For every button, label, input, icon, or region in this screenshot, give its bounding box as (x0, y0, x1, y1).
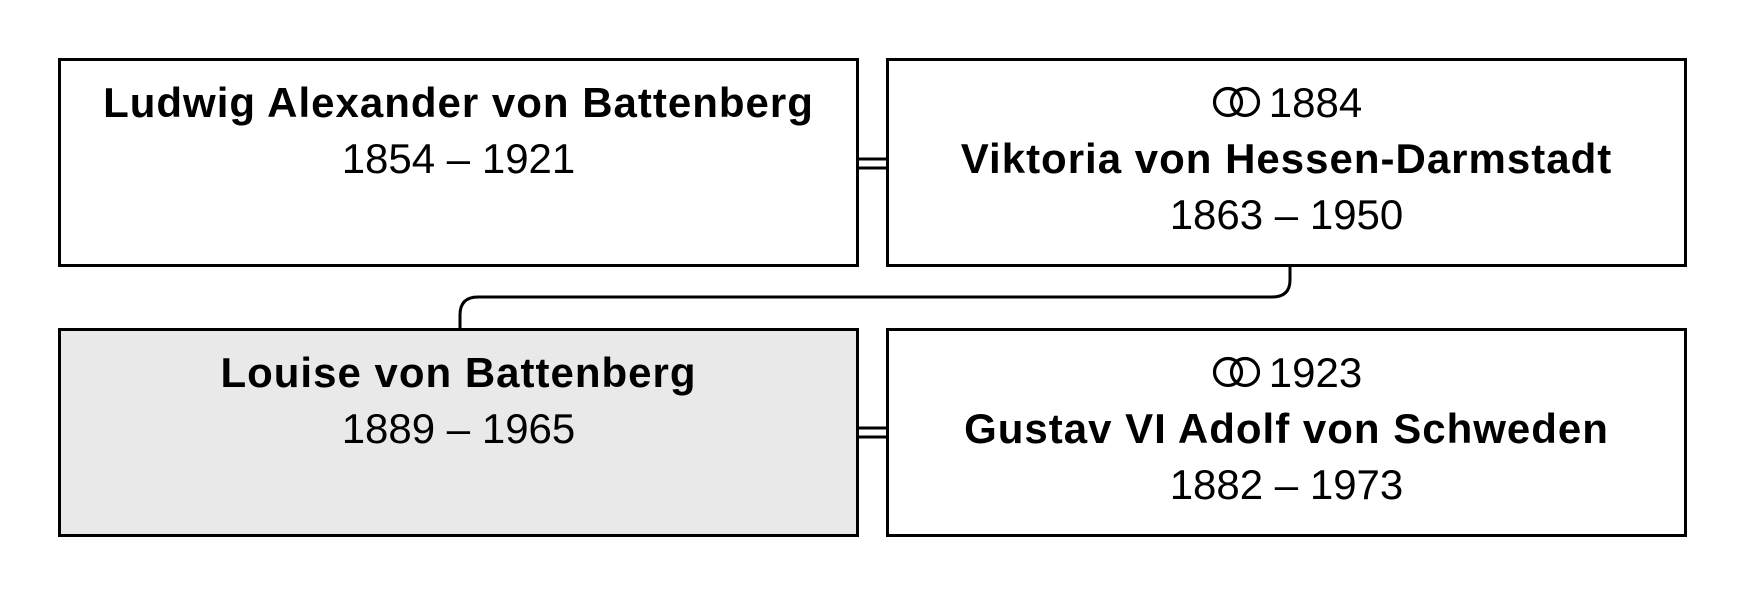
parent-child-connector (458, 265, 1292, 330)
person-box-spouse[interactable]: 1923 Gustav VI Adolf von Schweden 1882 –… (886, 328, 1687, 537)
person-name: Ludwig Alexander von Battenberg (103, 79, 814, 126)
person-dates: 1854 – 1921 (341, 135, 576, 182)
marriage-year: 1923 (1268, 349, 1363, 396)
person-name: Gustav VI Adolf von Schweden (964, 405, 1609, 452)
person-box-father[interactable]: Ludwig Alexander von Battenberg 1854 – 1… (58, 58, 859, 267)
person-box-subject[interactable]: Louise von Battenberg 1889 – 1965 (58, 328, 859, 537)
person-dates: 1882 – 1973 (1169, 461, 1404, 508)
marriage-year: 1884 (1268, 79, 1363, 126)
wedding-rings-icon (1212, 356, 1260, 388)
person-name: Viktoria von Hessen-Darmstadt (960, 135, 1613, 182)
wedding-rings-icon (1212, 86, 1260, 118)
person-name: Louise von Battenberg (220, 349, 697, 396)
person-dates: 1863 – 1950 (1169, 191, 1404, 238)
marriage-info: 1923 (889, 345, 1684, 401)
person-box-mother[interactable]: 1884 Viktoria von Hessen-Darmstadt 1863 … (886, 58, 1687, 267)
marriage-info: 1884 (889, 75, 1684, 131)
person-dates: 1889 – 1965 (341, 405, 576, 452)
